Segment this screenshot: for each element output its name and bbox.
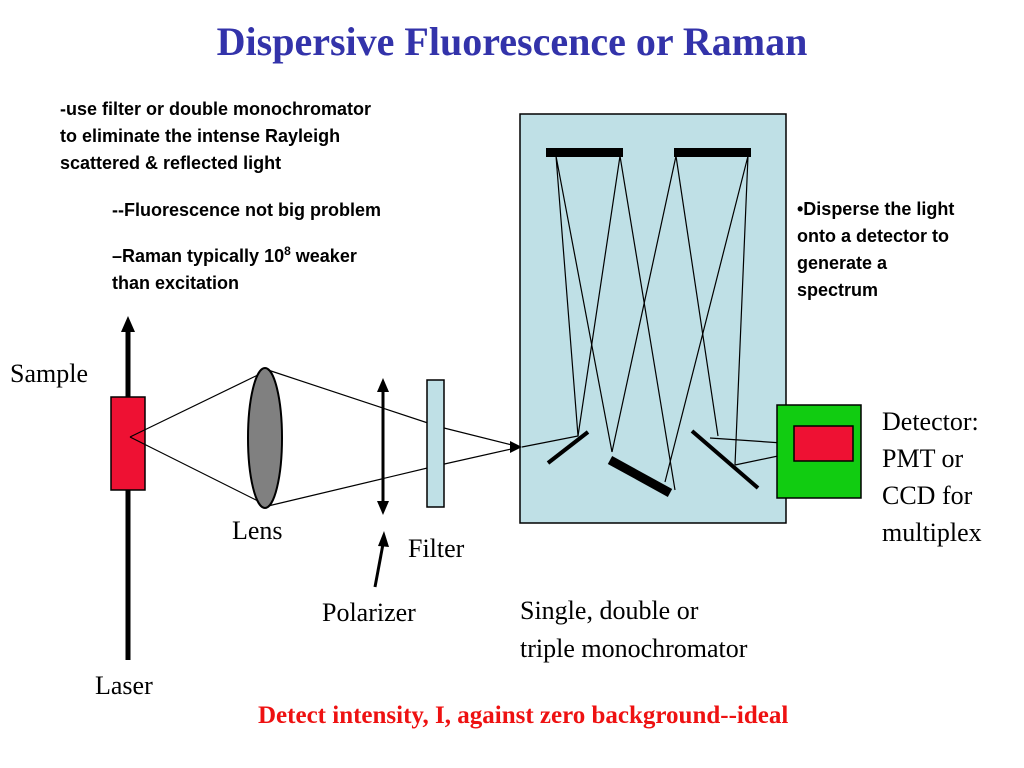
label-laser: Laser [95, 671, 153, 700]
note-disperse-line4: spectrum [797, 280, 879, 300]
detector-element [793, 425, 854, 462]
filter-element [426, 379, 445, 508]
polarizer-pointer-line [373, 543, 385, 588]
polarizer-pointer-arrowhead [378, 531, 389, 547]
label-detector-line2: PMT or [882, 444, 964, 473]
note-filter-line3: scattered & reflected light [60, 153, 282, 173]
top-mirror-right [674, 148, 751, 157]
note-raman-suffix: weaker [290, 246, 357, 266]
label-sample: Sample [10, 359, 88, 388]
entrance-mirror [546, 430, 590, 465]
ray-filter-mono-top [439, 426, 521, 448]
sample-cuvette [110, 396, 146, 491]
ray-filter-mono-bottom [439, 446, 521, 466]
label-detector: Detector: PMT or CCD for multiplex [882, 403, 982, 551]
label-detector-line4: multiplex [882, 518, 982, 547]
label-detector-line1: Detector: [882, 407, 979, 436]
ray-sample-lens-bottom [129, 436, 263, 504]
grating [607, 456, 673, 497]
note-fluorescence: --Fluorescence not big problem [112, 200, 382, 220]
top-mirror-left [546, 148, 623, 157]
note-filter: -use filter or double monochromator to e… [60, 96, 480, 177]
label-monochromator-line1: Single, double or [520, 596, 699, 625]
note-filter-line2: to eliminate the intense Rayleigh [60, 126, 341, 146]
note-raman: –Raman typically 108 weaker than excitat… [112, 243, 492, 297]
label-lens: Lens [232, 516, 283, 545]
note-disperse: •Disperse the light onto a detector to g… [797, 196, 1017, 304]
footer-statement: Detect intensity, I, against zero backgr… [258, 702, 789, 729]
label-filter: Filter [408, 534, 465, 563]
note-raman-line2: than excitation [112, 273, 240, 293]
note-disperse-line1: •Disperse the light [797, 199, 955, 219]
label-monochromator: Single, double or triple monochromator [520, 592, 747, 668]
note-disperse-line2: onto a detector to [797, 226, 949, 246]
monochromator-entrance-arrow [510, 441, 522, 453]
label-detector-line3: CCD for [882, 481, 973, 510]
exit-mirror [690, 429, 760, 490]
polarizer-arrow-bottom [377, 501, 389, 515]
note-disperse-line3: generate a [797, 253, 888, 273]
label-polarizer: Polarizer [322, 598, 416, 627]
monochromator-ray-paths [521, 155, 798, 491]
polarizer-arrow-top [377, 378, 389, 392]
note-filter-line1: -use filter or double monochromator [60, 99, 372, 119]
page-title: Dispersive Fluorescence or Raman [216, 19, 808, 64]
note-raman-exponent: 8 [284, 244, 291, 258]
note-raman-prefix: –Raman typically 10 [112, 246, 285, 266]
lens-element [247, 367, 283, 509]
ray-lens-filter-bottom [267, 464, 441, 507]
laser-beam-arrowhead [121, 316, 135, 332]
note-raman-line1: –Raman typically 108 weaker [112, 243, 492, 270]
label-monochromator-line2: triple monochromator [520, 634, 748, 663]
ray-lens-filter-top [267, 369, 441, 428]
ray-sample-lens-top [129, 372, 263, 438]
